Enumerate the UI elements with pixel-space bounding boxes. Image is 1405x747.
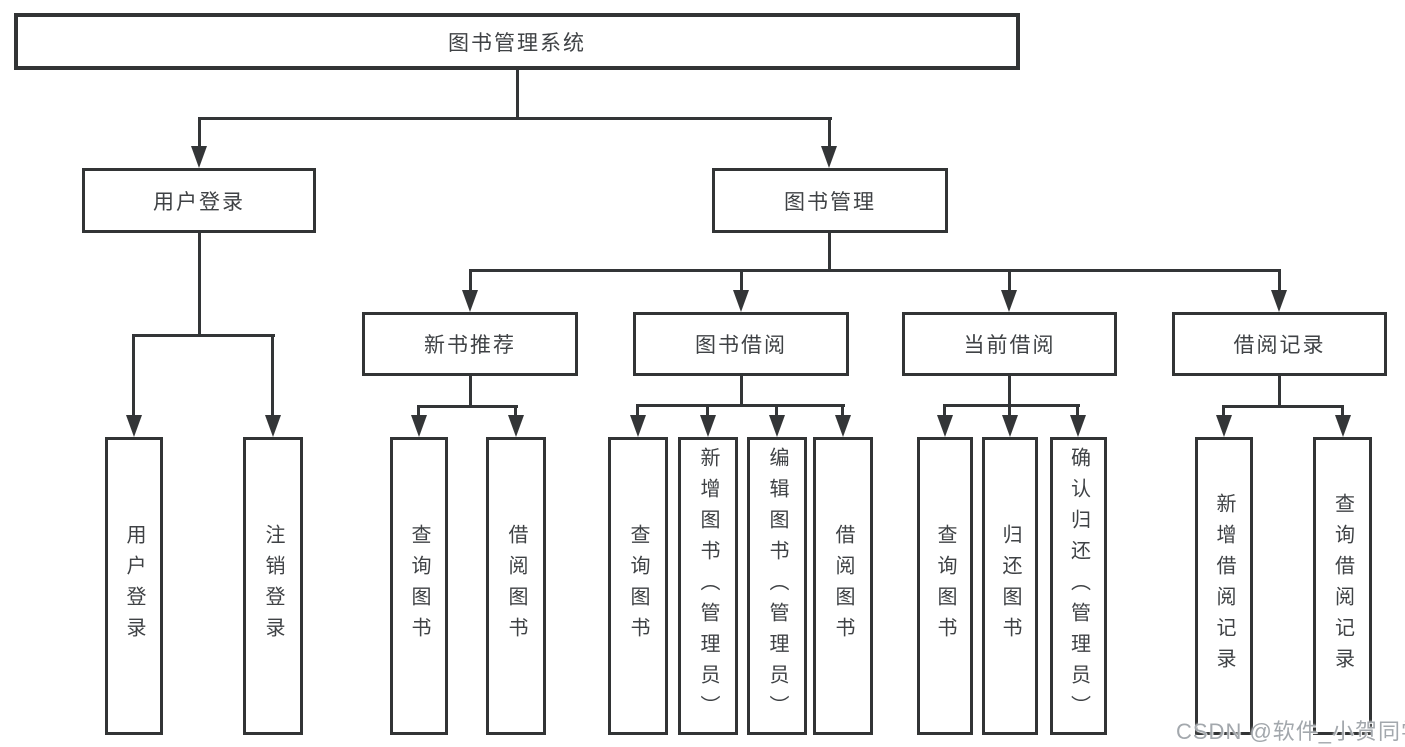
- node-label: 查询图书: [408, 524, 430, 648]
- connector-line: [841, 404, 844, 417]
- arrow-down-icon: [1001, 290, 1017, 312]
- node-book-borrowing: 图书借阅: [633, 312, 849, 376]
- leaf-add-borrow-record: 新增借阅记录: [1195, 437, 1253, 735]
- connector-line: [943, 404, 946, 417]
- connector-line: [1222, 405, 1344, 408]
- leaf-query-borrow-record: 查询借阅记录: [1313, 437, 1372, 735]
- leaf-return-books: 归还图书: [982, 437, 1038, 735]
- arrow-down-icon: [265, 415, 281, 437]
- node-label: 新书推荐: [424, 334, 516, 357]
- node-label: 确认归还（管理员）: [1067, 446, 1090, 726]
- connector-line: [740, 269, 743, 292]
- connector-line: [469, 269, 472, 292]
- connector-line: [469, 376, 472, 408]
- node-label: 新增图书（管理员）: [697, 446, 719, 726]
- arrow-down-icon: [937, 415, 953, 437]
- node-label: 图书借阅: [695, 334, 787, 357]
- connector-line: [636, 404, 845, 407]
- connector-line: [516, 70, 519, 119]
- node-label: 查询图书: [934, 524, 956, 648]
- arrow-down-icon: [835, 415, 851, 437]
- connector-line: [198, 233, 201, 337]
- arrow-down-icon: [769, 415, 785, 437]
- node-label: 编辑图书（管理员）: [766, 446, 788, 726]
- node-label: 查询借阅记录: [1331, 493, 1354, 679]
- node-label: 借阅图书: [505, 524, 527, 648]
- connector-line: [943, 404, 1080, 407]
- leaf-confirm-return-admin: 确认归还（管理员）: [1050, 437, 1107, 735]
- connector-line: [469, 269, 1281, 272]
- arrow-down-icon: [411, 415, 427, 437]
- node-label: 注销登录: [262, 524, 284, 648]
- leaf-edit-book-admin: 编辑图书（管理员）: [747, 437, 807, 735]
- connector-line: [132, 334, 135, 417]
- node-label: 当前借阅: [963, 334, 1056, 357]
- arrow-down-icon: [700, 415, 716, 437]
- connector-line: [514, 405, 517, 417]
- leaf-borrow-books-borrowing: 借阅图书: [813, 437, 873, 735]
- arrow-down-icon: [733, 290, 749, 312]
- connector-line: [198, 117, 201, 147]
- node-label: 图书管理系统: [448, 31, 586, 55]
- connector-line: [132, 334, 275, 337]
- node-label: 借阅图书: [832, 524, 854, 648]
- connector-line: [417, 405, 518, 408]
- node-label: 用户登录: [123, 524, 145, 648]
- connector-line: [1008, 404, 1011, 417]
- connector-line: [1008, 376, 1011, 407]
- leaf-add-book-admin: 新增图书（管理员）: [678, 437, 738, 735]
- node-user-login: 用户登录: [82, 168, 316, 233]
- connector-line: [636, 404, 639, 417]
- node-library-management-system: 图书管理系统: [14, 13, 1020, 70]
- arrow-down-icon: [1070, 415, 1086, 437]
- node-label: 新增借阅记录: [1213, 493, 1235, 679]
- connector-line: [198, 117, 832, 120]
- arrow-down-icon: [1002, 415, 1018, 437]
- arrow-down-icon: [191, 146, 207, 168]
- leaf-borrow-books-recommend: 借阅图书: [486, 437, 546, 735]
- connector-line: [1008, 269, 1011, 292]
- connector-line: [417, 405, 420, 417]
- node-current-borrowing: 当前借阅: [902, 312, 1117, 376]
- arrow-down-icon: [126, 415, 142, 437]
- arrow-down-icon: [462, 290, 478, 312]
- arrow-down-icon: [1335, 415, 1351, 437]
- node-label: 查询图书: [627, 524, 649, 648]
- leaf-query-books-recommend: 查询图书: [390, 437, 448, 735]
- connector-line: [1076, 404, 1079, 417]
- node-label: 用户登录: [153, 190, 245, 214]
- connector-line: [1278, 376, 1281, 408]
- connector-line: [1222, 405, 1225, 417]
- node-label: 图书管理: [784, 190, 876, 214]
- leaf-user-login: 用户登录: [105, 437, 163, 735]
- arrow-down-icon: [508, 415, 524, 437]
- leaf-logout: 注销登录: [243, 437, 303, 735]
- connector-line: [271, 334, 274, 417]
- leaf-query-books-borrowing: 查询图书: [608, 437, 668, 735]
- arrow-down-icon: [1271, 290, 1287, 312]
- arrow-down-icon: [1216, 415, 1232, 437]
- connector-line: [1278, 269, 1281, 292]
- connector-line: [740, 376, 743, 407]
- node-label: 借阅记录: [1233, 334, 1326, 357]
- connector-line: [828, 233, 831, 272]
- arrow-down-icon: [630, 415, 646, 437]
- node-new-book-recommend: 新书推荐: [362, 312, 578, 376]
- connector-line: [1341, 405, 1344, 417]
- connector-line: [828, 117, 831, 147]
- node-borrowing-records: 借阅记录: [1172, 312, 1387, 376]
- node-book-management: 图书管理: [712, 168, 948, 233]
- leaf-query-books-current: 查询图书: [917, 437, 973, 735]
- connector-line: [775, 404, 778, 417]
- node-label: 归还图书: [999, 524, 1021, 648]
- arrow-down-icon: [821, 146, 837, 168]
- csdn-watermark: CSDN @软件_小贺同学: [1176, 719, 1405, 744]
- connector-line: [706, 404, 709, 417]
